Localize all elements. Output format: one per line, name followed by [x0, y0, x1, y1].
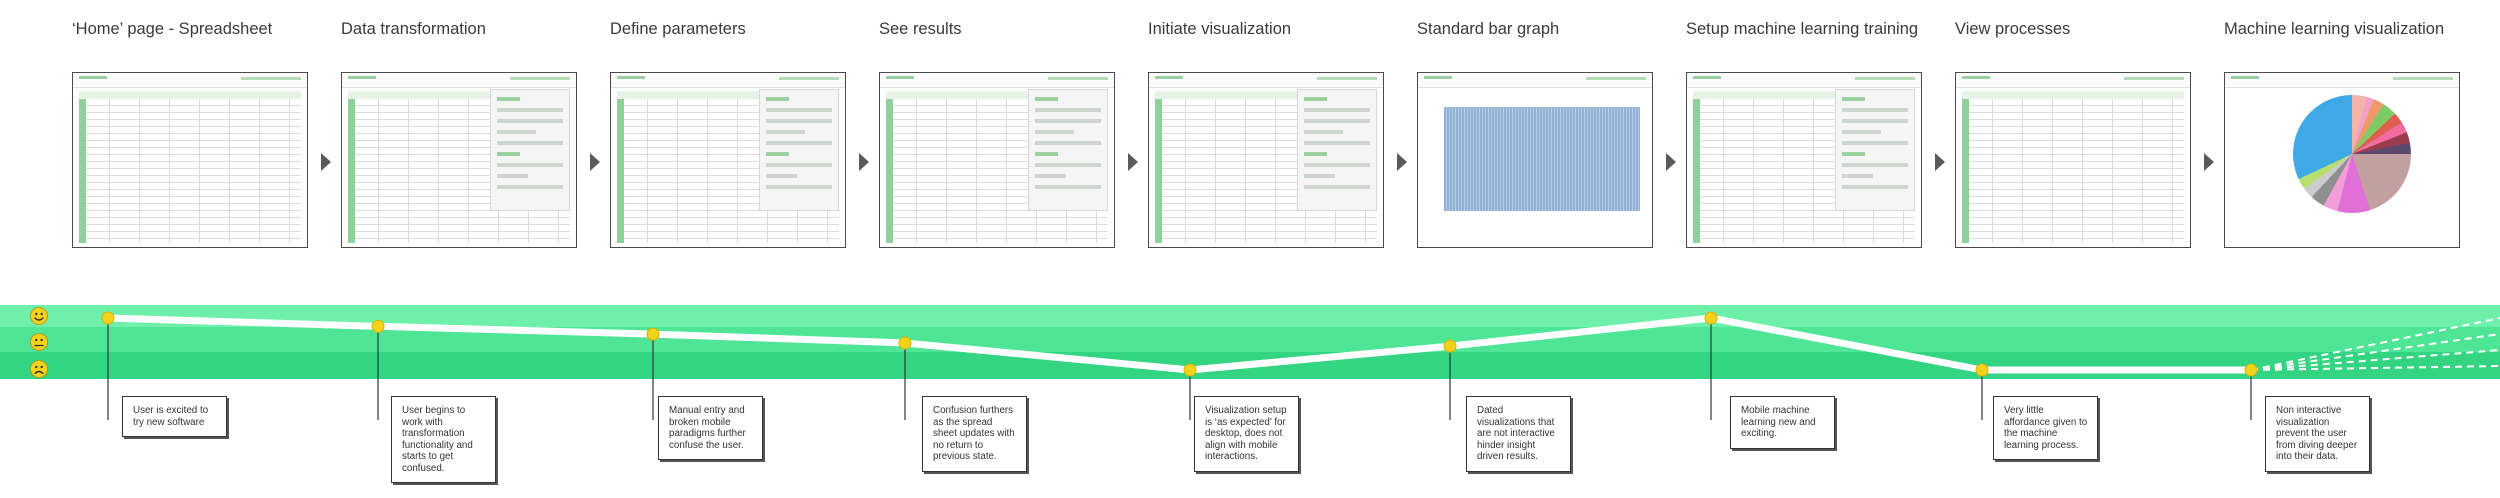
future-dashed-line	[2250, 349, 2500, 371]
step-screenshot	[341, 72, 577, 248]
step-note-callout: Visualization setup is ‘as expected’ for…	[1194, 396, 1299, 472]
journey-marker	[371, 319, 385, 333]
band-happy	[0, 305, 2500, 327]
step-title: Machine learning visualization	[2224, 20, 2445, 38]
step-title: Initiate visualization	[1148, 20, 1292, 38]
journey-marker	[1975, 363, 1989, 377]
future-dashed-line	[2250, 365, 2500, 371]
step-arrow-icon	[321, 153, 331, 171]
step-note-callout: Manual entry and broken mobile paradigms…	[658, 396, 763, 460]
step-note-callout: User begins to work with transformation …	[391, 396, 496, 483]
step-note-callout: Non interactive visualization prevent th…	[2265, 396, 2370, 472]
neutral-face-icon	[30, 333, 48, 351]
sad-face-icon	[30, 360, 48, 378]
step-note-callout: Dated visualizations that are not intera…	[1466, 396, 1571, 472]
step-screenshot	[1148, 72, 1384, 248]
journey-marker	[646, 327, 660, 341]
happy-face-icon	[30, 307, 48, 325]
journey-marker	[101, 311, 115, 325]
journey-marker	[2244, 363, 2258, 377]
journey-marker	[1443, 339, 1457, 353]
journey-marker	[898, 336, 912, 350]
step-title: Data transformation	[341, 20, 486, 38]
step-screenshot	[72, 72, 308, 248]
step-title: View processes	[1955, 20, 2071, 38]
journey-marker	[1183, 363, 1197, 377]
future-dashed-line	[2250, 333, 2500, 371]
step-arrow-icon	[1935, 153, 1945, 171]
step-screenshot	[879, 72, 1115, 248]
step-title: Define parameters	[610, 20, 746, 38]
step-arrow-icon	[859, 153, 869, 171]
step-arrow-icon	[1397, 153, 1407, 171]
step-screenshot	[1955, 72, 2191, 248]
step-screenshot	[1417, 72, 1653, 248]
step-screenshot	[1686, 72, 1922, 248]
future-dashed-line	[2250, 317, 2500, 371]
journey-marker	[1704, 311, 1718, 325]
step-note-callout: User is excited to try new software	[122, 396, 227, 437]
step-arrow-icon	[1666, 153, 1676, 171]
step-arrow-icon	[590, 153, 600, 171]
step-title: Standard bar graph	[1417, 20, 1560, 38]
step-title: See results	[879, 20, 962, 38]
step-title: Setup machine learning training	[1686, 20, 1919, 38]
step-arrow-icon	[2204, 153, 2214, 171]
step-screenshot	[2224, 72, 2460, 248]
step-note-callout: Mobile machine learning new and exciting…	[1730, 396, 1835, 449]
step-note-callout: Very little affordance given to the mach…	[1993, 396, 2098, 460]
step-title: ‘Home’ page - Spreadsheet	[72, 20, 273, 38]
step-note-callout: Confusion furthers as the spread sheet u…	[922, 396, 1027, 472]
step-arrow-icon	[1128, 153, 1138, 171]
band-neutral	[0, 327, 2500, 352]
step-screenshot	[610, 72, 846, 248]
